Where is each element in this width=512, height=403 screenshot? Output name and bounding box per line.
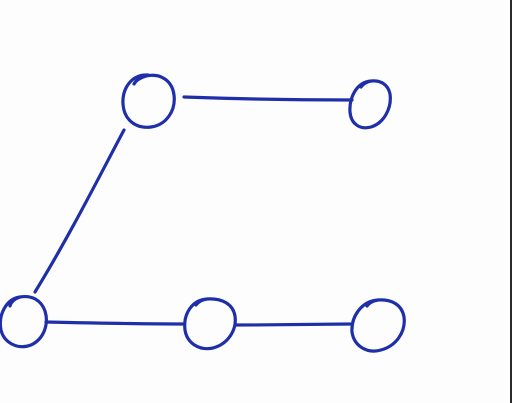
node-bottom-middle <box>183 297 237 351</box>
node-bottom-left <box>0 294 48 349</box>
edge-left-diagonal <box>33 128 126 294</box>
page-edge-border <box>510 0 512 403</box>
edge-top <box>182 95 354 102</box>
edge-bottom-left <box>44 320 186 326</box>
node-bottom-right <box>350 298 406 353</box>
node-top-right <box>348 79 392 130</box>
node-top-left <box>121 73 176 129</box>
edge-bottom-right <box>234 322 352 327</box>
